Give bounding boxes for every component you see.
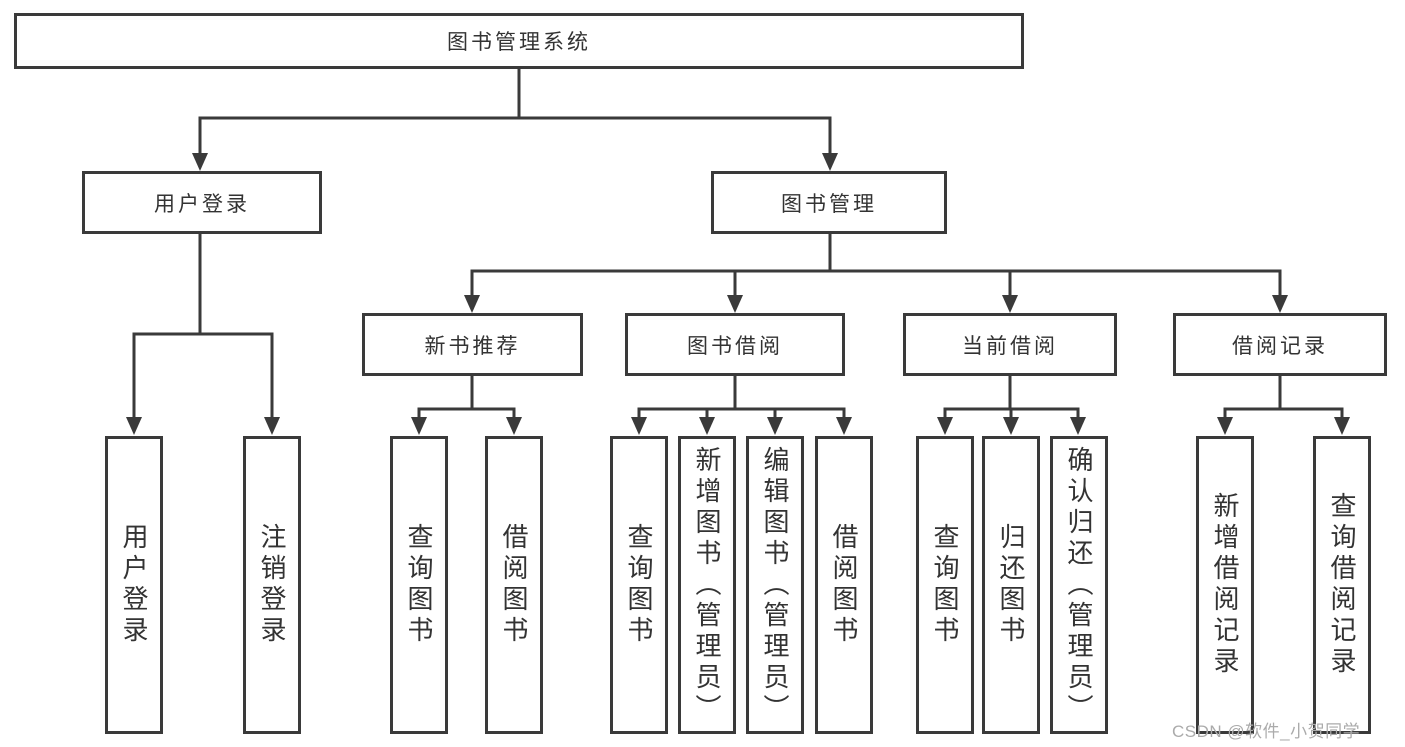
node-label: 用户登录 [154,192,250,216]
node-label: 确认归还（管理员） [1064,445,1094,725]
node-new-book-recommend: 新书推荐 [362,313,583,376]
leaf-query-books-recommend: 查询图书 [390,436,448,734]
node-label: 图书管理系统 [447,31,591,54]
node-label: 查询图书 [404,523,434,647]
connector-book-management-group [464,234,1288,313]
node-book-management: 图书管理 [711,171,947,234]
leaf-confirm-return-admin: 确认归还（管理员） [1050,436,1108,734]
node-label: 用户登录 [119,523,149,647]
node-label: 查询图书 [930,523,960,647]
node-label: 当前借阅 [962,334,1058,358]
leaf-logout: 注销登录 [243,436,301,734]
connector-user-login-group [126,234,280,435]
node-borrow-records: 借阅记录 [1173,313,1387,376]
node-book-borrow: 图书借阅 [625,313,845,376]
node-user-login: 用户登录 [82,171,322,234]
leaf-query-books-current: 查询图书 [916,436,974,734]
node-label: 借阅图书 [829,523,859,647]
leaf-user-login: 用户登录 [105,436,163,734]
node-label: 新书推荐 [424,334,521,358]
leaf-query-books-borrow: 查询图书 [610,436,668,734]
node-label: 查询图书 [624,523,654,647]
leaf-borrow-books-recommend: 借阅图书 [485,436,543,734]
leaf-return-book: 归还图书 [982,436,1040,734]
connector-root [192,69,838,171]
node-label: 编辑图书（管理员） [760,445,790,725]
node-label: 借阅图书 [499,523,529,647]
node-current-borrow: 当前借阅 [903,313,1117,376]
node-label: 图书管理 [781,192,877,216]
leaf-add-book-admin: 新增图书（管理员） [678,436,736,734]
node-label: 注销登录 [257,523,287,647]
leaf-edit-book-admin: 编辑图书（管理员） [746,436,804,734]
node-label: 查询借阅记录 [1327,492,1357,678]
connector-current-borrow-group [937,376,1086,435]
leaf-query-borrow-record: 查询借阅记录 [1313,436,1371,734]
connector-new-book-group [411,376,522,435]
node-label: 新增图书（管理员） [692,445,722,725]
connector-borrow-records-group [1217,376,1350,435]
node-label: 归还图书 [996,523,1026,647]
connector-book-borrow-group [631,376,852,435]
node-label: 图书借阅 [687,334,783,358]
node-label: 借阅记录 [1232,334,1328,358]
leaf-borrow-books: 借阅图书 [815,436,873,734]
node-library-management-system: 图书管理系统 [14,13,1024,69]
node-label: 新增借阅记录 [1210,492,1240,678]
leaf-add-borrow-record: 新增借阅记录 [1196,436,1254,734]
watermark: CSDN @软件_小贺同学 [1172,722,1361,741]
